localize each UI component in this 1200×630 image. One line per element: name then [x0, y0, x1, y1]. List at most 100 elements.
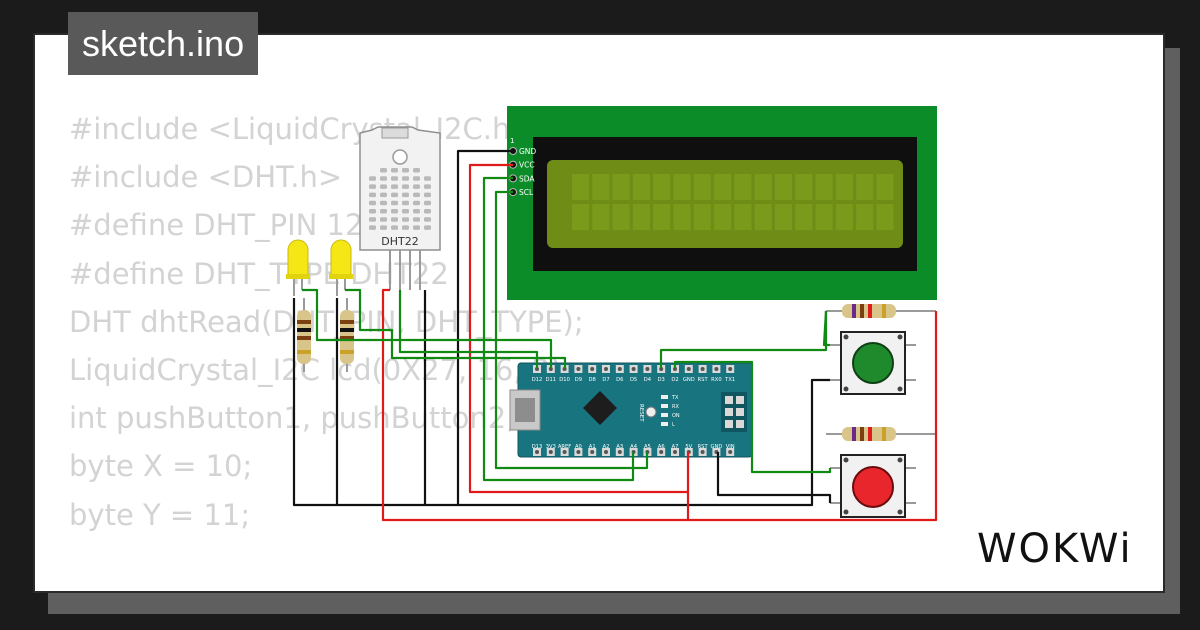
vent-slot [380, 168, 387, 173]
lcd-cell [876, 204, 894, 230]
vent-slot [380, 192, 387, 198]
nano-pin-label: 3V3 [546, 444, 556, 450]
lcd-cell [734, 174, 752, 200]
lcd-cell [612, 204, 630, 230]
icsp-pin [725, 420, 733, 428]
vent-slot [424, 176, 431, 181]
status-led-label: TX [671, 395, 679, 401]
led-right [329, 239, 353, 296]
resistor-right [340, 298, 354, 372]
vent-slot [402, 192, 409, 198]
vent-slot [380, 200, 387, 206]
lcd-pin-label: SDA [519, 174, 535, 183]
resistor-left [297, 298, 311, 372]
vent-slot [424, 209, 431, 214]
nano-pin-label: A7 [672, 444, 679, 450]
sketch-file-tab[interactable]: sketch.ino [68, 12, 259, 75]
nano-pin-label: RX0 [711, 377, 721, 383]
vent-slot [391, 225, 398, 230]
code-line: #include <DHT.h> [69, 160, 343, 195]
nano-pin-label: D3 [658, 377, 665, 383]
vent-slot [369, 184, 376, 189]
vent-slot [413, 200, 420, 206]
vent-slot [380, 225, 387, 230]
vent-slot [369, 225, 376, 230]
lcd-cell [714, 204, 732, 230]
nano-pin-label: D5 [630, 377, 637, 383]
dht-vent-grid [369, 168, 431, 230]
lcd-cell [835, 174, 853, 200]
vent-slot [391, 209, 398, 214]
nano-pin-label: A5 [644, 444, 651, 450]
nano-pin-label: TX1 [724, 377, 735, 383]
icsp-header [725, 396, 744, 428]
lcd-cell [632, 204, 650, 230]
vent-slot [369, 209, 376, 214]
vent-slot [369, 217, 376, 222]
status-led-label: RX [672, 404, 679, 410]
lcd-cell [714, 174, 732, 200]
nano-pin-label: A2 [603, 444, 610, 450]
nano-pin-label: D4 [644, 377, 652, 383]
vent-slot [424, 225, 431, 230]
nano-pin-label: D2 [671, 377, 678, 383]
lcd-cell [815, 204, 833, 230]
status-led [661, 395, 668, 399]
vent-slot [380, 176, 387, 181]
vent-slot [413, 168, 420, 173]
vent-slot [413, 192, 420, 198]
vent-slot [391, 184, 398, 189]
nano-pin-label: D7 [602, 377, 609, 383]
wokwi-logo: WOKWi [977, 526, 1133, 572]
vent-slot [402, 176, 409, 181]
vent-slot [413, 184, 420, 189]
vent-slot [369, 192, 376, 198]
pushbutton-red [830, 454, 916, 518]
lcd-cell [673, 204, 691, 230]
vent-slot [402, 225, 409, 230]
icsp-pin [725, 408, 733, 416]
lcd-pin-label: GND [519, 147, 536, 156]
vent-slot [369, 200, 376, 206]
vent-slot [380, 184, 387, 189]
vent-slot [391, 192, 398, 198]
nano-pin-label: A0 [575, 444, 582, 450]
nano-pin-label: AREF [558, 444, 571, 450]
code-line: DHT dhtRead(DHT_PIN, DHT_TYPE); [69, 304, 584, 339]
status-led-label: L [672, 422, 675, 428]
vent-slot [391, 168, 398, 173]
lcd-cell [754, 174, 772, 200]
vent-slot [424, 217, 431, 222]
nano-pin-label: GND [710, 444, 722, 450]
vent-slot [380, 217, 387, 222]
status-led [661, 404, 668, 408]
vent-slot [402, 200, 409, 206]
icsp-pin [736, 420, 744, 428]
nano-pin-label: D11 [545, 377, 556, 383]
status-led [661, 413, 668, 417]
vent-slot [380, 209, 387, 214]
vent-slot [413, 225, 420, 230]
icsp-pin [736, 396, 744, 404]
vent-slot [402, 168, 409, 173]
nano-pin-label: A6 [658, 444, 665, 450]
nano-pin-label: RST [698, 444, 709, 450]
vent-slot [391, 176, 398, 181]
nano-pin-label: VIN [726, 444, 735, 450]
dht22-sensor: DHT22 [359, 126, 441, 290]
lcd-cell [612, 174, 630, 200]
lcd-cell [876, 174, 894, 200]
lcd-pin-label: VCC [519, 161, 535, 170]
lcd-character-cells [572, 174, 894, 230]
vent-slot [369, 176, 376, 181]
vent-slot [402, 184, 409, 189]
resistor-bottom-right [826, 427, 936, 441]
lcd-cell [795, 174, 813, 200]
nano-pin-label: D9 [575, 377, 582, 383]
lcd-cell [795, 204, 813, 230]
lcd-cell [572, 174, 589, 200]
lcd-cell [592, 204, 610, 230]
